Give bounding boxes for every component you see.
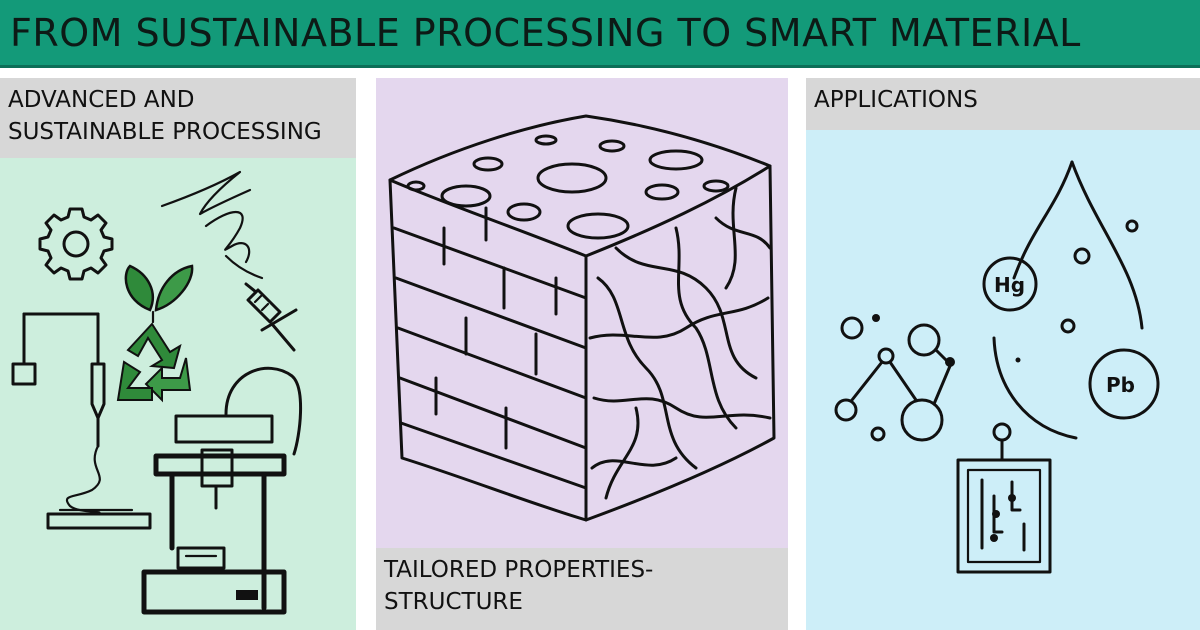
leaf-icon (124, 264, 194, 324)
processing-illustration (11, 170, 302, 615)
syringe-icon (244, 282, 298, 352)
processing-label: ADVANCED AND SUSTAINABLE PROCESSING (0, 78, 356, 158)
mercury-label: Hg (994, 273, 1025, 297)
structure-illustration (388, 114, 776, 522)
structure-label-line-1: TAILORED PROPERTIES- (384, 557, 654, 583)
panel-structure: TAILORED PROPERTIES- STRUCTURE (376, 78, 788, 630)
processing-label-line-1: ADVANCED AND (8, 87, 195, 113)
structure-label-line-2: STRUCTURE (384, 589, 523, 615)
sensor-chip-icon (956, 422, 1052, 574)
water-drop-icon (992, 160, 1144, 440)
processing-label-line-2: SUSTAINABLE PROCESSING (8, 119, 322, 145)
lead-badge: Pb (1088, 348, 1160, 420)
fiber-icon (160, 170, 264, 280)
gear-icon (38, 207, 114, 281)
applications-label-line-1: APPLICATIONS (814, 87, 978, 113)
mercury-badge: Hg (982, 256, 1038, 312)
lead-label: Pb (1106, 373, 1135, 397)
bioprinter-icon (11, 312, 152, 530)
applications-label: APPLICATIONS (806, 78, 1200, 130)
structure-label: TAILORED PROPERTIES- STRUCTURE (376, 548, 788, 630)
printer-3d-icon (141, 366, 302, 615)
banner-title: FROM SUSTAINABLE PROCESSING TO SMART MAT… (10, 11, 1081, 55)
panel-applications: Hg Pb (806, 78, 1200, 630)
applications-illustration: Hg Pb (834, 160, 1160, 574)
molecule-icon (834, 314, 955, 442)
panel-processing: ADVANCED AND SUSTAINABLE PROCESSING (0, 78, 356, 630)
recycle-icon (116, 322, 192, 403)
title-banner: FROM SUSTAINABLE PROCESSING TO SMART MAT… (0, 0, 1200, 68)
porous-cube-icon (388, 114, 776, 522)
